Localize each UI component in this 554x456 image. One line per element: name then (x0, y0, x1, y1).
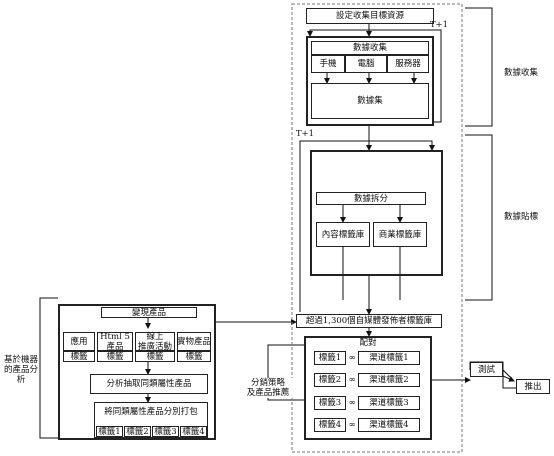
match-channel-2: 渠道標籤2 (358, 373, 420, 387)
match-op-4: ∞ (348, 420, 356, 430)
machine-analysis-label: 基於機器 的產品分析 (3, 355, 38, 385)
match-tag-4-label: 標籤4 (318, 420, 342, 430)
data-collection-title: 數據收集 (352, 43, 387, 53)
match-channel-4: 渠道標籤4 (358, 418, 420, 432)
product-app-box: 應用 (63, 332, 95, 351)
product-app-tag-label: 標籤 (70, 351, 88, 362)
t-plus-1-mid-label: T+1 (295, 129, 315, 139)
data-tagging-frame (310, 150, 443, 276)
product-campaign-tag: 標籤 (135, 351, 175, 362)
pack-tag-1: 標籤1 (96, 426, 123, 437)
pack-tag-2: 標籤2 (124, 426, 151, 437)
match-channel-4-label: 渠道標籤4 (369, 420, 409, 430)
match-frame (304, 336, 432, 440)
pack-tag-4: 標籤4 (180, 426, 207, 437)
device-phone-label: 手機 (319, 59, 337, 69)
publisher-tag-library-label: 超過1,300個自媒體發佈者標籤庫 (305, 316, 433, 326)
product-app-tag: 標籤 (63, 351, 95, 362)
match-tag-3-label: 標籤3 (318, 398, 342, 408)
match-channel-3-label: 渠道標籤3 (369, 398, 409, 408)
pack-label: 將同類屬性產品分別打包 (104, 407, 198, 417)
monetize-box: 變現產品 (101, 307, 197, 318)
target-sources-box: 設定收集目標資源 (306, 8, 434, 24)
test-box: 測試 (470, 362, 503, 377)
data-collection-title-box: 數據收集 (311, 41, 429, 55)
device-server-label: 服務器 (395, 59, 421, 69)
pack-tag-3-label: 標籤3 (154, 426, 177, 437)
device-phone-box: 手機 (311, 55, 345, 73)
match-tag-4: 標籤4 (314, 418, 346, 432)
business-tags-box: 商業標籤庫 (373, 222, 427, 247)
distribution-label: 分銷策略 及產品推薦 (240, 378, 296, 398)
pack-tag-4-label: 標籤4 (182, 426, 205, 437)
product-physical-tag: 標籤 (177, 351, 211, 362)
product-html5-tag-label: 標籤 (106, 351, 124, 362)
business-tags-label: 商業標籤庫 (378, 229, 422, 240)
content-tags-label: 內容標籤庫 (321, 229, 365, 240)
product-html5-box: Html 5 產品 (97, 331, 133, 352)
match-tag-1: 標籤1 (314, 351, 346, 365)
data-split-label: 數據拆分 (353, 193, 388, 204)
match-op-3: ∞ (348, 398, 356, 408)
match-op-1: ∞ (348, 353, 356, 363)
content-tags-box: 內容標籤庫 (316, 222, 370, 247)
pack-tag-3: 標籤3 (152, 426, 179, 437)
product-physical-tag-label: 標籤 (185, 351, 203, 362)
data-split-box: 數據拆分 (316, 192, 426, 205)
monetize-label: 變現產品 (131, 307, 166, 318)
match-tag-2-label: 標籤2 (318, 375, 342, 385)
device-pc-box: 電腦 (345, 55, 387, 73)
tag-stage-label: 數據貼標 (503, 212, 538, 222)
product-campaign-box: 線上 推廣活動 (135, 331, 175, 352)
pack-tag-2-label: 標籤2 (126, 426, 149, 437)
match-title: 配對 (359, 338, 377, 348)
match-channel-1-label: 渠道標籤1 (369, 353, 409, 363)
dataset-label: 數據集 (357, 96, 383, 106)
analyze-label: 分析抽取同類屬性產品 (106, 379, 192, 389)
device-pc-label: 電腦 (357, 59, 375, 69)
product-html5-tag: 標籤 (97, 351, 133, 362)
launch-box: 推出 (516, 379, 550, 394)
target-sources-label: 設定收集目標資源 (335, 11, 404, 21)
match-tag-3: 標籤3 (314, 396, 346, 410)
device-server-box: 服務器 (387, 55, 429, 73)
analyze-box: 分析抽取同類屬性產品 (90, 374, 208, 394)
product-campaign-tag-label: 標籤 (146, 351, 164, 362)
match-channel-3: 渠道標籤3 (358, 396, 420, 410)
pack-tag-1-label: 標籤1 (98, 426, 121, 437)
match-tag-1-label: 標籤1 (318, 353, 342, 363)
dataset-box: 數據集 (311, 83, 429, 119)
match-channel-1: 渠道標籤1 (358, 351, 420, 365)
product-physical-label: 實物產品 (177, 336, 212, 347)
launch-label: 推出 (524, 381, 542, 392)
test-label: 測試 (477, 364, 495, 375)
product-physical-box: 實物產品 (177, 332, 211, 351)
data-collection-frame (306, 36, 434, 126)
match-tag-2: 標籤2 (314, 373, 346, 387)
publisher-tag-library-box: 超過1,300個自媒體發佈者標籤庫 (296, 314, 442, 328)
product-campaign-label: 線上 推廣活動 (137, 331, 172, 352)
product-html5-label: Html 5 產品 (100, 331, 130, 352)
product-app-label: 應用 (70, 336, 88, 347)
t-plus-1-top-label: T+1 (429, 20, 449, 30)
match-channel-2-label: 渠道標籤2 (369, 375, 409, 385)
product-analysis-frame (58, 304, 216, 440)
collect-stage-label: 數據收集 (503, 68, 538, 78)
match-op-2: ∞ (348, 375, 356, 385)
